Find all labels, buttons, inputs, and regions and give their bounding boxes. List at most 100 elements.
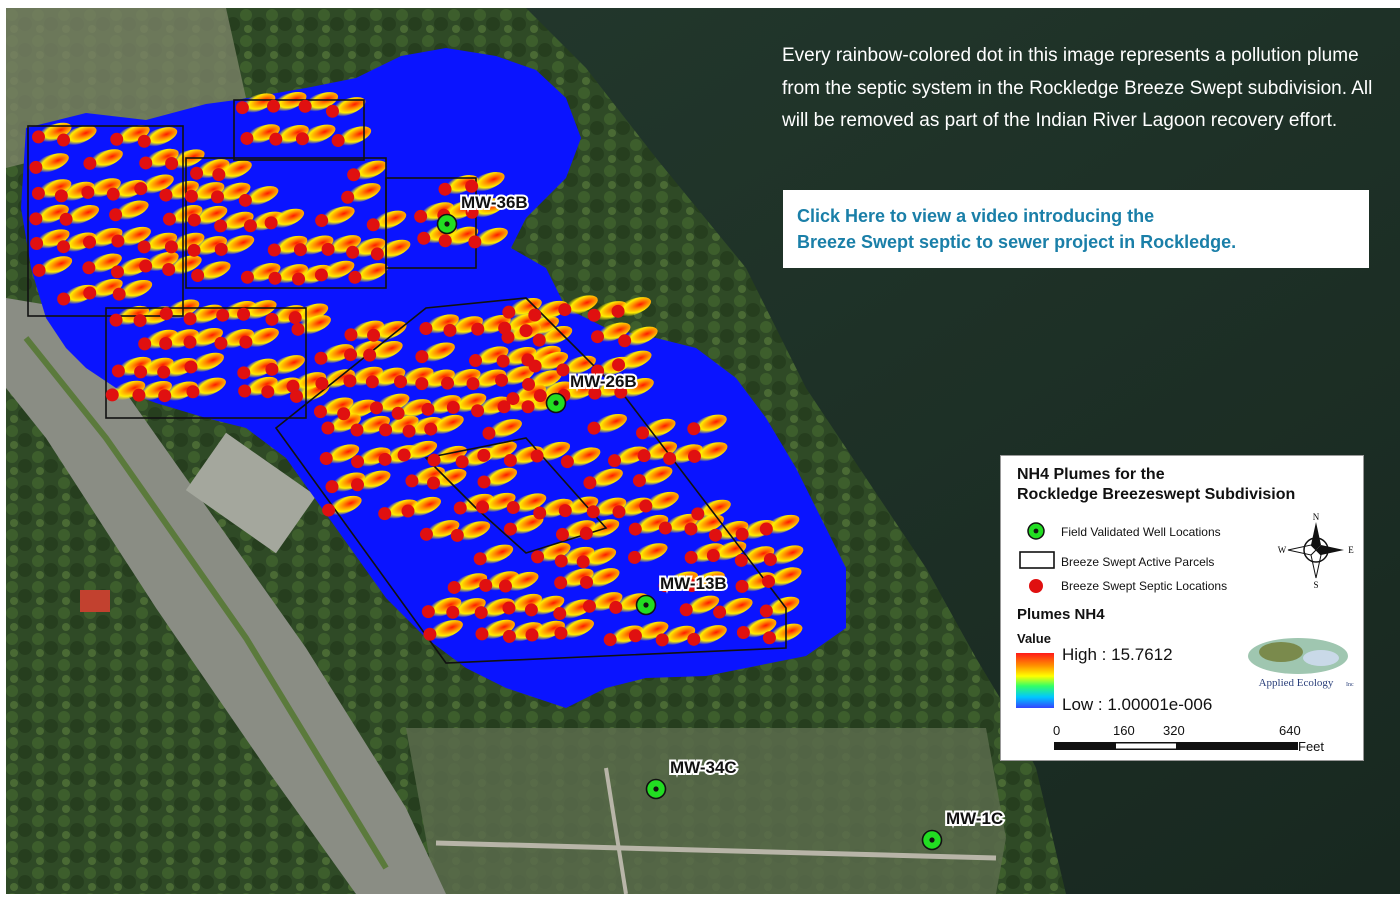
septic-location-dot [587,421,601,435]
septic-layer [29,99,777,647]
septic-location-dot [314,268,328,282]
septic-location-dot [679,603,693,617]
well-marker: MW-26B [545,370,639,414]
septic-location-dot [212,168,226,182]
septic-location-dot [763,553,777,567]
septic-location-dot [137,134,151,148]
septic-location-dot [162,263,176,277]
septic-location-dot [419,527,433,541]
svg-text:E: E [1348,545,1354,555]
well-dot-center [929,837,935,843]
septic-location-dot [414,209,428,223]
parcel-block [424,437,608,554]
video-link-line2: Breeze Swept septic to sewer project in … [797,232,1237,252]
septic-location-dot [443,323,457,337]
septic-location-dot [402,424,416,438]
septic-location-dot [708,528,722,542]
septic-location-dot [264,216,278,230]
septic-location-dot [165,157,179,171]
septic-location-dot [522,377,536,391]
septic-location-dot [506,501,520,515]
septic-location-dot [162,212,176,226]
septic-location-dot [83,156,97,170]
septic-location-dot [655,633,669,647]
video-link-button[interactable]: Click Here to view a video introducing t… [783,190,1369,268]
septic-location-dot [343,374,357,388]
septic-location-dot [344,348,358,362]
svg-text:Applied Ecology: Applied Ecology [1259,677,1334,689]
septic-location-dot [684,522,698,536]
septic-location-dot [31,186,45,200]
parking-lot [185,432,317,554]
septic-location-dot [501,330,515,344]
well-label: MW-26B [570,372,637,391]
legend-title-line2: Rockledge Breezeswept Subdivision [1017,486,1296,503]
septic-location-dot [554,626,568,640]
septic-location-dot [288,311,302,325]
intro-paragraph: Every rainbow-colored dot in this image … [782,45,1373,131]
septic-location-dot [465,179,479,193]
septic-location-dot [238,193,252,207]
septic-location-dot [637,449,651,463]
septic-location-dot [533,506,547,520]
septic-location-dot [497,400,511,414]
septic-location-dot [468,354,482,368]
septic-location-dot [105,388,119,402]
septic-location-dot [397,448,411,462]
septic-location-dot [379,423,393,437]
septic-location-dot [455,455,469,469]
septic-location-dot [618,334,632,348]
septic-location-dot [370,247,384,261]
septic-location-dot [521,400,535,414]
well-dot-center [444,221,450,227]
septic-location-dot [292,272,306,286]
septic-location-dot [608,454,622,468]
septic-location-dot [687,449,701,463]
septic-location-dot [614,385,628,399]
video-link-line1: Click Here to view a video introducing t… [797,206,1155,226]
compass-rose-icon: N S W E [1278,512,1355,588]
septic-location-dot [313,405,327,419]
septic-location-dot [405,474,419,488]
septic-location-dot [586,505,600,519]
septic-location-dot [525,628,539,642]
septic-location-dot [214,242,228,256]
septic-location-dot [759,604,773,618]
septic-location-dot [134,182,148,196]
septic-location-dot [29,160,43,174]
parcel-outlines [27,99,787,664]
septic-location-dot [759,522,773,536]
septic-location-dot [111,234,125,248]
parcel-block [385,177,477,269]
legend-item-wells: Field Validated Well Locations [1061,525,1221,539]
septic-location-dot [214,336,228,350]
septic-location-dot [391,406,405,420]
septic-location-dot [394,375,408,389]
septic-location-dot [453,501,467,515]
svg-text:N: N [1313,512,1320,522]
septic-location-dot [59,212,73,226]
septic-location-dot [468,235,482,249]
well-dot-center [643,602,649,608]
septic-location-dot [112,287,126,301]
septic-location-dot [736,625,750,639]
septic-location-dot [554,576,568,590]
plume-color-ramp [1016,653,1054,708]
septic-location-dot [553,607,567,621]
septic-location-dot [347,168,361,182]
septic-location-dot [291,322,305,336]
septic-location-dot [465,205,479,219]
septic-location-dot [239,335,253,349]
septic-location-dot [576,555,590,569]
septic-location-dot [423,627,437,641]
legend-item-parcels: Breeze Swept Active Parcels [1061,555,1215,569]
septic-location-dot [519,324,533,338]
septic-location-dot [183,312,197,326]
parcel-block [274,297,787,664]
scale-bar [1054,742,1298,750]
septic-location-dot [503,522,517,536]
septic-location-dot [365,375,379,389]
septic-location-dot [687,422,701,436]
highway-median [23,336,389,870]
